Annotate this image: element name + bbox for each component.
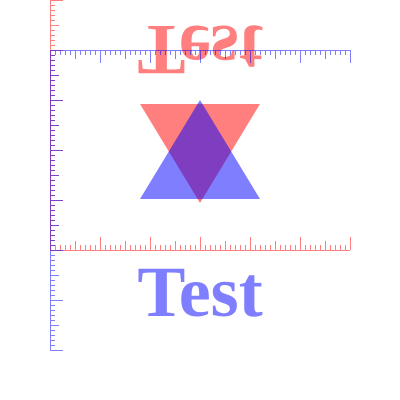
blue-upright-layer: Test: [50, 50, 351, 351]
blue-up-triangle: [140, 100, 260, 199]
blue-ruler-ticks: [50, 50, 351, 351]
upright-test-text: Test: [137, 252, 262, 332]
